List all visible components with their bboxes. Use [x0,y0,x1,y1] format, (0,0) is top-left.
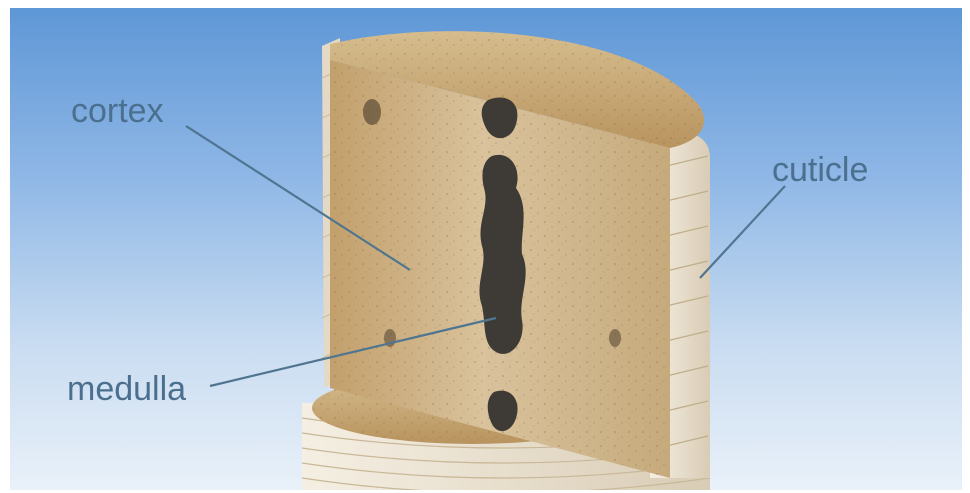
cuticle-leader-line [700,186,785,278]
illustration-frame: cortex cuticle medulla [10,8,962,490]
cuticle-label: cuticle [772,153,868,187]
hair-cross-section-illustration [10,8,962,490]
cortex-label: cortex [71,94,164,128]
medulla-label: medulla [67,372,186,406]
